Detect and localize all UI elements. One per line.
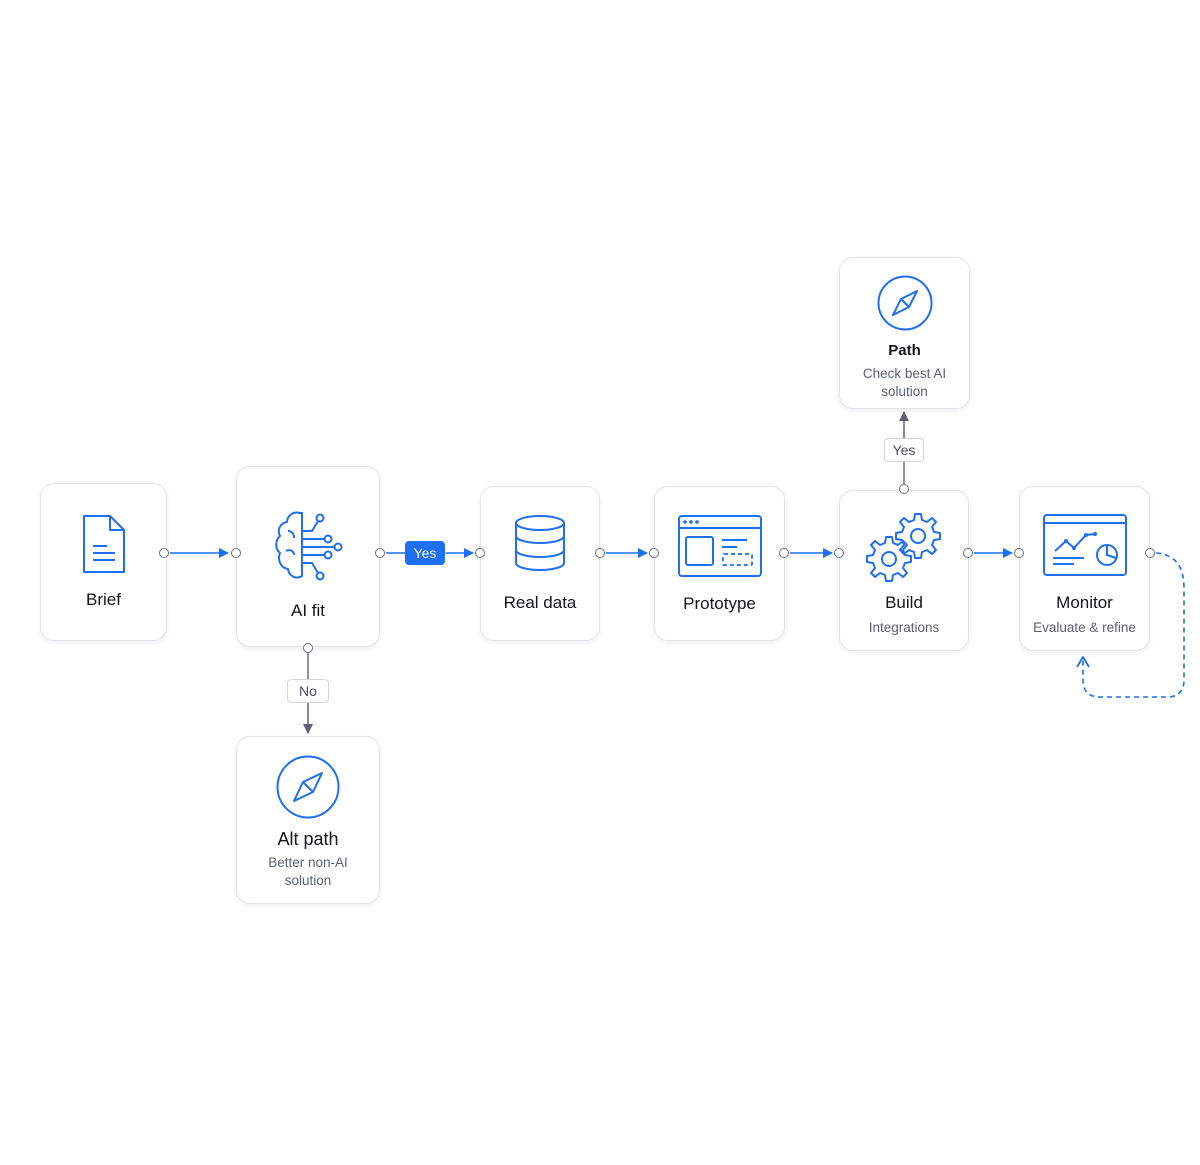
node-real-data[interactable]: Real data <box>480 486 600 641</box>
node-path-subtitle-line2: solution <box>881 384 928 399</box>
edge-label-build-yes: Yes <box>884 438 924 462</box>
node-prototype-title: Prototype <box>683 594 756 613</box>
edge-label-ai-fit-no: No <box>287 679 329 703</box>
port-realdata-in[interactable] <box>475 548 485 558</box>
analytics-dashboard-icon <box>1042 514 1127 576</box>
node-brief-title: Brief <box>86 590 121 609</box>
node-ai-fit-title: AI fit <box>290 601 325 620</box>
port-aifit-in[interactable] <box>231 548 241 558</box>
node-alt-path-subtitle: Better non-AI solution <box>268 854 348 890</box>
edge-monitor-feedback-loop <box>1082 552 1185 698</box>
node-path[interactable]: Path Check best AI solution <box>839 257 970 409</box>
node-alt-path[interactable]: Alt path Better non-AI solution <box>236 736 380 904</box>
port-realdata-out[interactable] <box>595 548 605 558</box>
node-brief[interactable]: Brief <box>40 483 167 641</box>
node-path-title: Path <box>888 342 921 359</box>
node-path-subtitle-line1: Check best AI <box>862 366 947 381</box>
port-prototype-out[interactable] <box>779 548 789 558</box>
document-icon <box>82 515 125 573</box>
port-monitor-in[interactable] <box>1014 548 1024 558</box>
gears-icon <box>866 513 941 582</box>
node-monitor[interactable]: Monitor Evaluate & refine <box>1019 486 1150 651</box>
port-build-in[interactable] <box>834 548 844 558</box>
node-ai-fit[interactable]: AI fit <box>236 466 380 647</box>
database-icon <box>515 515 565 572</box>
node-build-title: Build <box>885 593 923 612</box>
port-monitor-out[interactable] <box>1145 548 1155 558</box>
port-build-out[interactable] <box>963 548 973 558</box>
port-prototype-in[interactable] <box>649 548 659 558</box>
node-build-subtitle: Integrations <box>868 620 940 635</box>
compass-icon <box>877 275 932 331</box>
node-monitor-subtitle: Evaluate & refine <box>1033 620 1136 635</box>
port-brief-out[interactable] <box>159 548 169 558</box>
edge-label-ai-fit-yes: Yes <box>405 541 445 565</box>
port-aifit-bottom[interactable] <box>303 643 313 653</box>
port-aifit-out[interactable] <box>375 548 385 558</box>
browser-window-icon <box>677 515 762 577</box>
port-build-top[interactable] <box>899 484 909 494</box>
node-prototype[interactable]: Prototype <box>654 486 785 641</box>
compass-icon <box>276 755 340 819</box>
node-monitor-title: Monitor <box>1056 593 1113 612</box>
node-path-subtitle: Check best AI solution <box>863 365 946 401</box>
node-build[interactable]: Build Integrations <box>839 490 969 651</box>
node-alt-path-subtitle-line2: solution <box>284 873 332 888</box>
node-alt-path-title: Alt path <box>277 829 339 849</box>
node-real-data-title: Real data <box>503 593 577 612</box>
ai-brain-icon <box>275 511 343 581</box>
node-alt-path-subtitle-line1: Better non-AI <box>268 855 348 870</box>
